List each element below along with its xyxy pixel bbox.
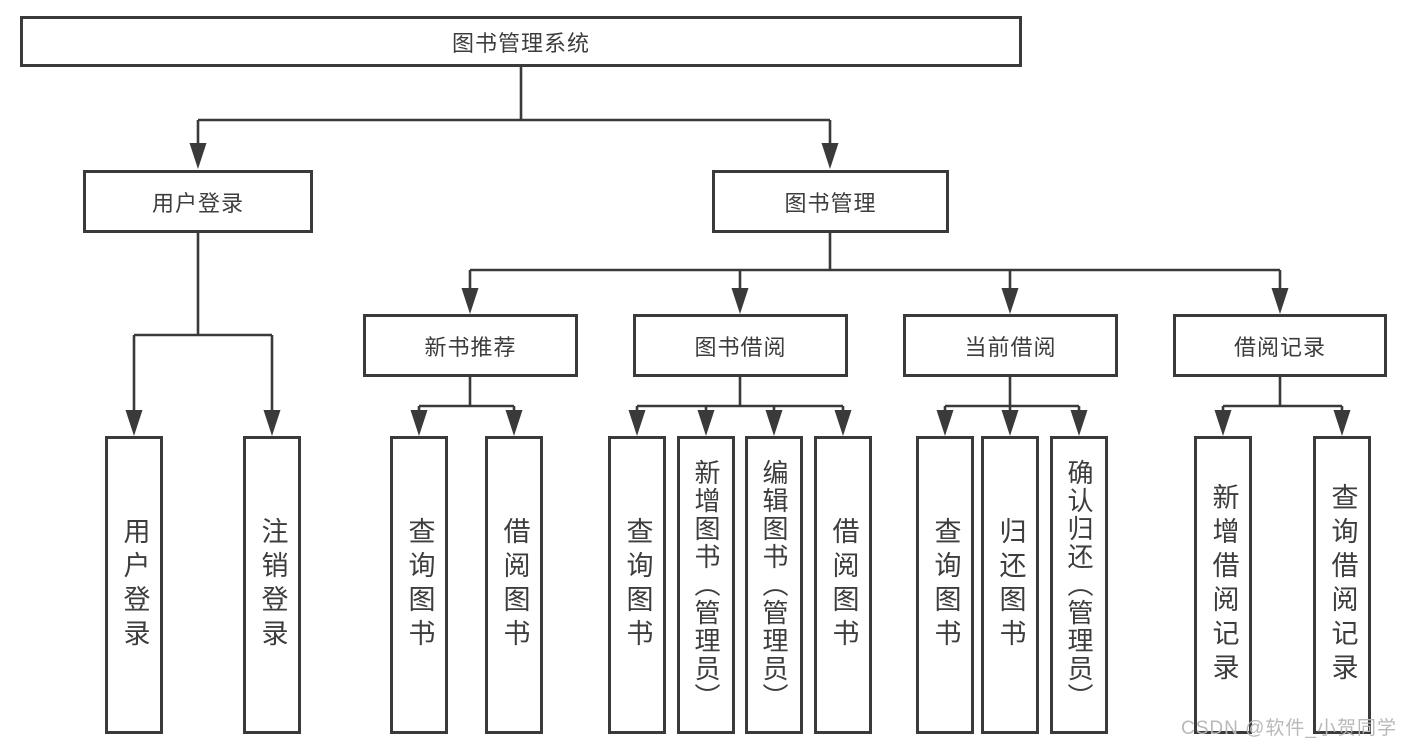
node-label: 查询借阅记录 <box>1327 483 1358 687</box>
leaf-return-books: 归还图书 <box>981 436 1039 734</box>
leaf-query-books-borrowing: 查询图书 <box>608 436 666 734</box>
leaf-query-books-current: 查询图书 <box>916 436 974 734</box>
node-label: 图书借阅 <box>694 334 787 360</box>
csdn-watermark: CSDN @软件_小贺同学 <box>1181 718 1397 739</box>
node-label: 查询图书 <box>930 517 961 653</box>
node-current-borrowing: 当前借阅 <box>903 314 1118 377</box>
leaf-query-borrow-record: 查询借阅记录 <box>1313 436 1371 734</box>
node-label: 注销登录 <box>257 517 288 653</box>
node-label: 图书管理 <box>784 190 877 216</box>
leaf-user-login: 用户登录 <box>105 436 163 734</box>
node-book-management: 图书管理 <box>712 170 949 233</box>
node-new-book-recommendation: 新书推荐 <box>363 314 578 377</box>
node-label: 新增图书（管理员） <box>691 459 721 711</box>
node-book-borrowing: 图书借阅 <box>633 314 848 377</box>
node-label: 查询图书 <box>622 517 653 653</box>
leaf-logout: 注销登录 <box>243 436 301 734</box>
node-label: 归还图书 <box>995 517 1026 653</box>
node-label: 确认归还（管理员） <box>1064 459 1094 711</box>
node-label: 借阅图书 <box>499 517 530 653</box>
leaf-borrow-books-borrowing: 借阅图书 <box>814 436 872 734</box>
node-label: 用户登录 <box>151 190 244 216</box>
node-label: 图书管理系统 <box>451 30 590 56</box>
leaf-confirm-return-admin: 确认归还（管理员） <box>1050 436 1108 734</box>
leaf-query-books-recommend: 查询图书 <box>390 436 448 734</box>
node-label: 当前借阅 <box>964 334 1057 360</box>
node-label: 新书推荐 <box>424 334 517 360</box>
node-label: 借阅图书 <box>828 517 859 653</box>
node-label: 编辑图书（管理员） <box>759 459 789 711</box>
node-label: 借阅记录 <box>1233 334 1326 360</box>
leaf-edit-books-admin: 编辑图书（管理员） <box>745 436 803 734</box>
node-library-management-system: 图书管理系统 <box>20 16 1022 67</box>
leaf-add-borrow-record: 新增借阅记录 <box>1194 436 1252 734</box>
node-label: 新增借阅记录 <box>1208 483 1239 687</box>
node-label: 用户登录 <box>119 517 150 653</box>
node-label: 查询图书 <box>404 517 435 653</box>
node-borrowing-records: 借阅记录 <box>1173 314 1387 377</box>
node-user-login: 用户登录 <box>83 170 313 233</box>
leaf-borrow-books-recommend: 借阅图书 <box>485 436 543 734</box>
leaf-add-books-admin: 新增图书（管理员） <box>677 436 735 734</box>
